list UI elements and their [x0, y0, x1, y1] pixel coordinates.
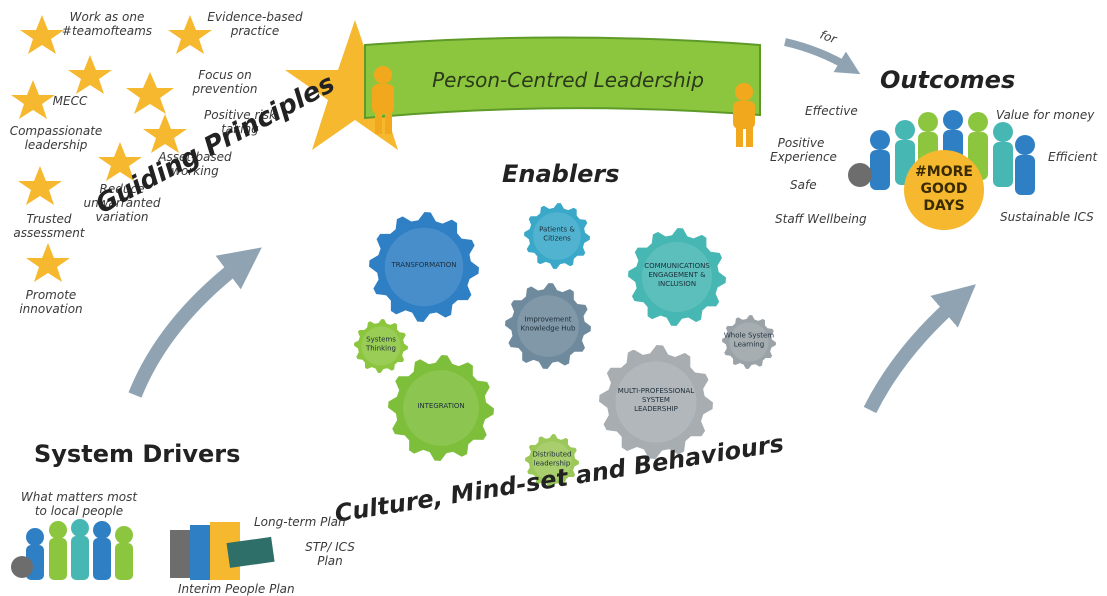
arrow-up-to-outcomes	[863, 284, 976, 414]
arrow-drivers-to-principles	[128, 247, 262, 398]
principle-compassionate-leadership: Compassionate leadership	[9, 124, 103, 152]
outcomes-heading: Outcomes	[880, 66, 1016, 94]
more-good-days-line-1: #MORE	[915, 164, 973, 180]
gear-shape	[625, 225, 729, 329]
principle-stars	[11, 15, 212, 282]
plan-books-icon	[170, 522, 275, 580]
star-icon	[68, 55, 112, 94]
system-drivers-heading: System Drivers	[34, 440, 241, 468]
star-icon	[143, 114, 187, 153]
gear-inner	[533, 212, 581, 260]
star-icon	[168, 15, 212, 54]
gear-inner	[517, 295, 579, 357]
outcome-positive-experience: Positive Experience	[770, 136, 837, 164]
gear-inner	[361, 326, 401, 366]
big-star-icon	[285, 20, 425, 150]
gear-shape	[719, 312, 779, 372]
star-icon	[11, 80, 55, 119]
gear-inner	[642, 242, 712, 312]
gear-shape	[502, 280, 594, 372]
enablers-heading: Enablers	[502, 160, 620, 188]
gear-shape	[385, 352, 497, 464]
drivers-crowd-icon	[11, 519, 133, 580]
gear-shape	[366, 209, 482, 325]
gear-1: TRANSFORMATION	[366, 209, 482, 325]
gear-2: Patients &Citizens	[521, 200, 593, 272]
star-icon	[126, 72, 174, 114]
gear-shape	[596, 342, 716, 462]
star-icon	[26, 243, 70, 282]
star-icon	[18, 166, 62, 205]
principle-promote-innovation: Promote innovation	[19, 288, 83, 316]
principle-positive-risk-taking: Positive risk taking	[204, 108, 276, 136]
gear-inner	[615, 361, 697, 443]
gear-inner	[729, 322, 769, 362]
arrow-for-outcomes	[784, 38, 861, 75]
gear-shape	[521, 200, 593, 272]
outcome-sustainable-ics: Sustainable ICS	[1000, 210, 1094, 224]
driver-stp-ics-plan: STP/ ICS Plan	[305, 540, 355, 568]
principle-focus-on-prevention: Focus on prevention	[192, 68, 258, 96]
gear-inner	[384, 227, 464, 307]
gear-shape	[522, 431, 582, 491]
outcome-effective: Effective	[805, 104, 858, 118]
outcome-safe: Safe	[790, 178, 817, 192]
more-good-days-line-3: DAYS	[923, 198, 965, 214]
principle-evidence-based: Evidence-based practice	[207, 10, 303, 38]
person-figure-icon	[733, 83, 755, 147]
driver-interim-people-plan: Interim People Plan	[178, 582, 295, 596]
banner-title: Person-Centred Leadership	[432, 68, 704, 92]
driver-what-matters: What matters most to local people	[20, 490, 138, 518]
more-good-days-line-2: GOOD	[920, 181, 968, 197]
leadership-banner	[364, 36, 761, 120]
person-figure-icon	[372, 66, 394, 134]
gear-inner	[532, 441, 572, 481]
principle-asset-based: Asset-based working	[158, 150, 232, 178]
principle-mecc: MECC	[52, 94, 88, 108]
more-good-days-circle	[904, 150, 984, 230]
gear-7: INTEGRATION	[385, 352, 497, 464]
star-icon	[98, 142, 142, 181]
driver-long-term-plan: Long-term Plan	[254, 515, 346, 529]
star-icon	[20, 15, 64, 54]
outcome-staff-wellbeing: Staff Wellbeing	[775, 212, 867, 226]
principle-trusted-assessment: Trusted assessment	[13, 212, 85, 240]
outcome-value-for-money: Value for money	[996, 108, 1095, 122]
principle-work-as-one: Work as one #teamofteams	[61, 10, 153, 38]
principle-reduce-variation: Reduce unwarranted variation	[83, 182, 161, 224]
more-good-days-text: #MORE GOOD DAYS	[904, 164, 984, 215]
gear-inner	[403, 370, 479, 446]
gear-shape	[351, 316, 411, 376]
outcome-efficient: Efficient	[1048, 150, 1098, 164]
